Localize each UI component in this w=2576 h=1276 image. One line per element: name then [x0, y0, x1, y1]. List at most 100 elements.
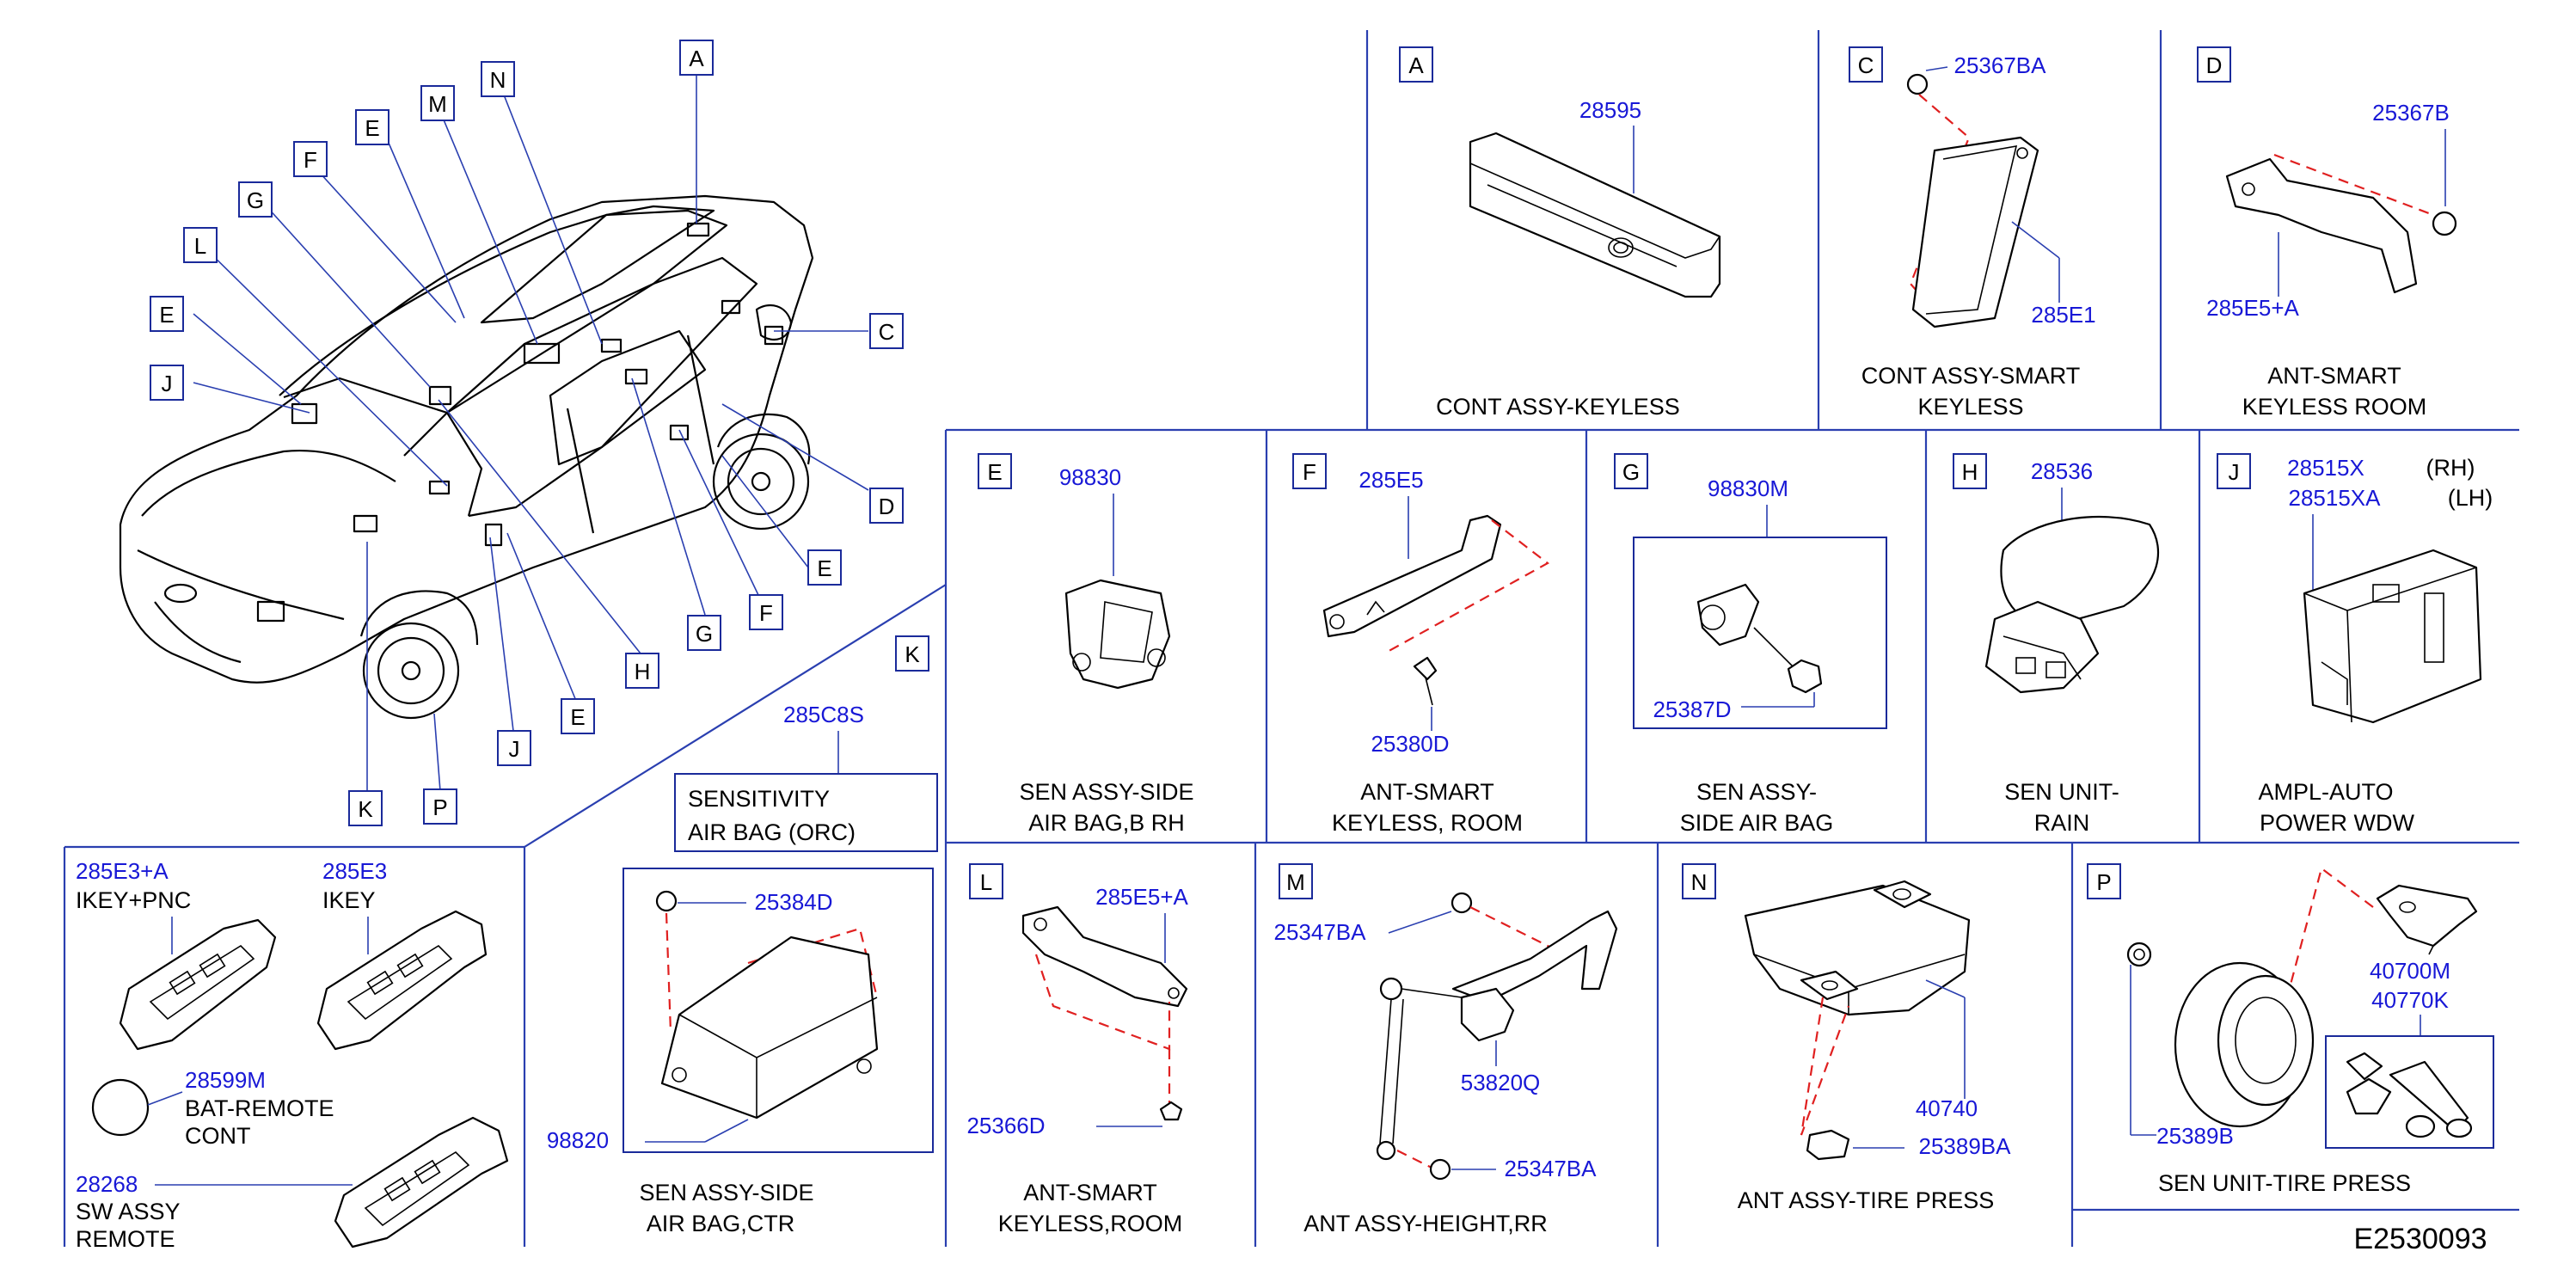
part-number: 25389B: [2156, 1123, 2234, 1149]
callout-label: E: [817, 555, 831, 581]
panel-letter: G: [1622, 459, 1640, 485]
panel-letter: K: [905, 641, 920, 667]
caption-line: ANT ASSY-TIRE PRESS: [1738, 1187, 1995, 1213]
panel-letter: E: [987, 459, 1002, 485]
callout-label: E: [365, 115, 379, 141]
panel-d: D 25367B 285E5+A ANT-SMART KEYLESS ROOM: [2197, 46, 2457, 420]
callout-box: [150, 296, 184, 332]
callout-box: [679, 40, 714, 76]
callout-box: [869, 488, 904, 524]
panel-l: L 285E5+A 25366D ANT-SMART KEYLESS,ROOM: [966, 863, 1189, 1236]
caption-line: KEYLESS,ROOM: [998, 1211, 1183, 1236]
callout-label: L: [194, 233, 206, 259]
side-label: (RH): [2426, 455, 2475, 481]
panel-letter: M: [1286, 869, 1305, 895]
callout-label: E: [570, 704, 585, 730]
callout-box: [420, 85, 455, 121]
caption-line: SIDE AIR BAG: [1680, 810, 1834, 836]
part-number: 28595: [1579, 97, 1641, 123]
callout-box: [561, 698, 595, 734]
part-number: 25384D: [754, 889, 832, 915]
panel-letter: H: [1962, 459, 1978, 485]
part-description: IKEY: [322, 887, 376, 913]
caption-line: RAIN: [2034, 810, 2090, 836]
panel-j: J 28515X (RH) 28515XA (LH) AMPL-AUTO POW…: [2217, 453, 2493, 836]
part-number: 285E5+A: [1095, 884, 1188, 910]
sensitivity-line: SENSITIVITY: [688, 786, 830, 812]
side-label: (LH): [2448, 485, 2493, 511]
part-number: 25367B: [2372, 100, 2450, 126]
panel-h: H 28536 SEN UNIT- RAIN: [1953, 453, 2160, 836]
callout-box: [497, 730, 531, 766]
callout-label: E: [159, 302, 174, 328]
callout-label: C: [879, 319, 895, 345]
part-number: 285E1: [2031, 302, 2095, 328]
part-number: 25367BA: [1954, 52, 2047, 78]
part-description: BAT-REMOTE: [185, 1095, 334, 1121]
caption-line: ANT ASSY-HEIGHT,RR: [1303, 1211, 1548, 1236]
caption-line: SEN ASSY-SIDE: [639, 1180, 813, 1205]
part-number: 25366D: [966, 1113, 1045, 1138]
callout-box: [481, 61, 515, 97]
part-number: 25347BA: [1505, 1156, 1598, 1181]
part-number: 25387D: [1653, 696, 1731, 722]
callout-box: [348, 790, 383, 826]
car-callout-boxes: A C D E F G H E J K P J E L G F E M N: [150, 40, 904, 826]
part-number: 28515XA: [2289, 485, 2382, 511]
caption-line: KEYLESS ROOM: [2242, 394, 2427, 420]
vehicle-overview: [119, 194, 814, 720]
car-callout-leaders: [193, 76, 869, 792]
caption-line: ANT-SMART: [2267, 363, 2401, 389]
part-number: 285E5+A: [2206, 295, 2299, 321]
panel-f: F 285E5 25380D ANT-SMART KEYLESS, ROOM: [1292, 453, 1550, 836]
panel-letter: C: [1858, 52, 1874, 78]
callout-label: J: [162, 371, 173, 396]
panel-letter: J: [2229, 459, 2240, 485]
callout-box: [293, 141, 328, 177]
callout-box: [749, 594, 783, 630]
part-number: 285E3: [322, 858, 387, 884]
part-number: 28599M: [185, 1067, 266, 1093]
caption-line: KEYLESS: [1917, 394, 2023, 420]
part-description: SW ASSY: [76, 1199, 181, 1224]
part-description: IKEY+PNC: [76, 887, 191, 913]
caption-line: AMPL-AUTO: [2258, 779, 2393, 805]
callout-label: G: [247, 187, 264, 213]
part-number: 40770K: [2371, 987, 2449, 1013]
part-number: 25389BA: [1919, 1133, 2012, 1159]
callout-box: [807, 549, 842, 586]
callout-label: K: [358, 796, 373, 822]
panel-grid: [63, 30, 2519, 1247]
callout-label: D: [879, 494, 895, 519]
callout-label: G: [696, 621, 713, 647]
caption-line: AIR BAG,B RH: [1028, 810, 1185, 836]
panel-k: K 285C8S SENSITIVITY AIR BAG (ORC) 25384…: [547, 635, 938, 1236]
panel-letter: D: [2206, 52, 2223, 78]
callout-box: [625, 653, 659, 689]
part-number: 25347BA: [1274, 919, 1367, 945]
part-number: 28536: [2031, 458, 2093, 484]
diagram-code: E2530093: [2353, 1223, 2487, 1255]
part-number: 98820: [547, 1127, 609, 1153]
callout-label: H: [635, 659, 651, 684]
callout-label: F: [304, 147, 317, 173]
callout-box: [869, 313, 904, 349]
panel-letter: N: [1691, 869, 1708, 895]
callout-box: [423, 788, 457, 825]
part-number: 28515X: [2287, 455, 2364, 481]
caption-line: KEYLESS, ROOM: [1332, 810, 1523, 836]
part-number: 285C8S: [783, 702, 864, 727]
caption-line: SEN ASSY-SIDE: [1019, 779, 1193, 805]
part-number: 285E5: [1359, 467, 1423, 493]
callout-box: [238, 181, 273, 218]
part-number: 98830: [1059, 464, 1121, 490]
panel-letter: P: [2096, 869, 2111, 895]
part-number: 40740: [1916, 1095, 1978, 1121]
sensitivity-line: AIR BAG (ORC): [688, 819, 856, 845]
callout-box: [150, 365, 184, 401]
caption-line: SEN UNIT-TIRE PRESS: [2158, 1170, 2411, 1196]
part-number: 40700M: [2370, 958, 2450, 984]
callout-box: [687, 615, 721, 651]
panel-keys: 285E3+A IKEY+PNC 285E3 IKEY 28599M BAT-R…: [76, 858, 509, 1252]
